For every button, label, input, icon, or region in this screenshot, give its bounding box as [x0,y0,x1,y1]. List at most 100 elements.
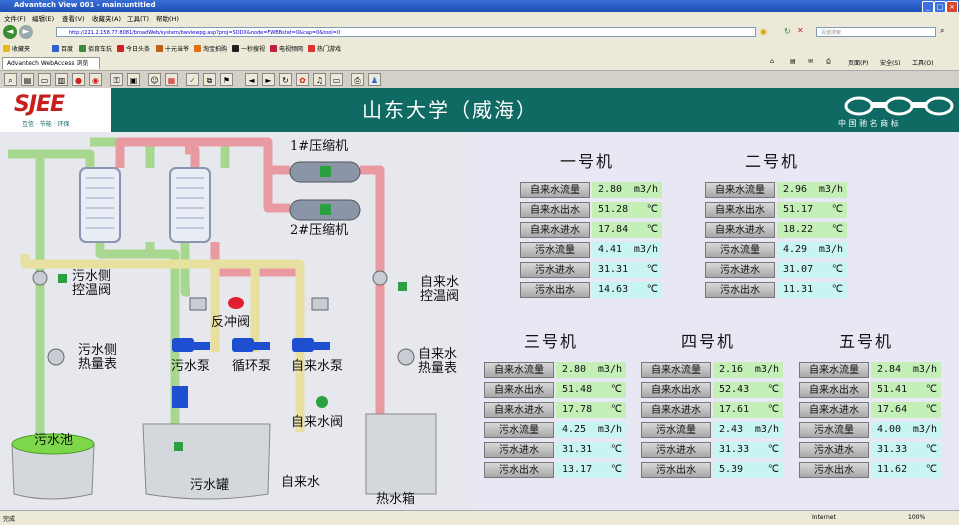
fav-item[interactable]: 热门游戏 [308,44,341,53]
reading-unit: ℃ [831,264,843,275]
reading-unit: ℃ [646,264,658,275]
maximize-button[interactable]: □ [934,1,946,13]
reading-unit: m3/h [912,364,937,375]
search-icon[interactable]: ⌕ [940,26,945,35]
reading-unit: ℃ [610,444,622,455]
reading-unit: ℃ [646,224,658,235]
page-title: 山东大学（威海） [362,98,538,122]
tab-bar: Advantech WebAccess 浏览 ⌂ ▤ ✉ ⎙ 页面(P) 安全(… [0,55,959,71]
data-row-reading: 17.61℃ [713,402,783,418]
compat-icon[interactable]: ◉ [760,27,767,36]
fav-item[interactable]: 百度 [52,44,73,53]
reading-value: 31.31 [598,264,629,275]
chart-icon[interactable]: ▥ [55,73,68,86]
data-row-reading: 51.48℃ [556,382,626,398]
tools-menu[interactable]: 工具(O) [912,60,934,67]
safety-menu[interactable]: 安全(S) [880,60,901,67]
data-row-label: 自来水出水 [705,202,775,218]
reading-unit: ℃ [831,284,843,295]
menu-favorites[interactable]: 收藏夹(A) [92,15,122,23]
stop-icon[interactable]: ✕ [797,26,804,35]
person-icon[interactable]: ♟ [368,73,381,86]
ack-icon[interactable]: ◉ [89,73,102,86]
forward-button[interactable]: ► [19,25,33,39]
menu-help[interactable]: 帮助(H) [156,15,179,23]
reading-value: 4.41 [598,244,623,255]
next-arrow-icon[interactable]: ► [262,73,275,86]
palette-icon[interactable]: ✿ [296,73,309,86]
data-row-label: 污水进水 [641,442,711,458]
list-icon[interactable]: ▤ [21,73,34,86]
address-bar: ◄ ► http://221.2.158.77:8081/broadWeb/sy… [0,23,959,42]
print-page-icon[interactable]: ⎙ [351,73,364,86]
data-row-label: 自来水流量 [641,362,711,378]
reading-unit: m3/h [633,244,658,255]
menu-tools[interactable]: 工具(T) [127,15,150,23]
url-input[interactable]: http://221.2.158.77:8081/broadWeb/system… [56,27,756,37]
back-button[interactable]: ◄ [3,25,17,39]
menu-file[interactable]: 文件(F) [4,15,26,23]
data-row-reading: 51.28℃ [592,202,662,218]
reading-value: 2.84 [877,364,902,375]
data-row-reading: 52.43℃ [713,382,783,398]
reading-unit: ℃ [646,204,658,215]
alarm-icon[interactable]: ● [72,73,85,86]
refresh-icon[interactable]: ↻ [784,27,791,36]
reading-unit: ℃ [925,404,937,415]
data-row-reading: 31.07℃ [777,262,847,278]
mail-icon[interactable]: ✉ [808,58,814,65]
menu-edit[interactable]: 编辑(E) [32,15,55,23]
status-text: 完成 [3,516,16,523]
data-row-reading: 51.17℃ [777,202,847,218]
feed-icon[interactable]: ▤ [790,58,796,65]
fav-item[interactable]: 今日头条 [117,44,150,53]
reading-unit: m3/h [818,244,843,255]
fav-item[interactable]: 淘宝拍购 [194,44,227,53]
data-row-reading: 31.33℃ [713,442,783,458]
reading-value: 11.31 [783,284,814,295]
monitor-icon[interactable]: ▭ [330,73,343,86]
browser-tab[interactable]: Advantech WebAccess 浏览 [2,57,100,69]
zoom-icon[interactable]: ⌕ [4,73,17,86]
machine-title: 四号机 [681,332,736,351]
fav-item[interactable]: 电视频网 [270,44,303,53]
trend-icon[interactable]: ⧉ [203,73,216,86]
site-icon [270,45,277,52]
reading-value: 2.16 [719,364,744,375]
data-row-label: 自来水进水 [484,402,554,418]
report-icon[interactable]: ▦ [165,73,178,86]
lock-icon[interactable]: ▣ [127,73,140,86]
doc-icon[interactable]: ▭ [38,73,51,86]
fav-item[interactable]: 一秒搜视 [232,44,265,53]
search-input[interactable]: 百度搜索 [816,27,936,37]
fav-item[interactable]: 佰育车抗 [79,44,112,53]
prev-arrow-icon[interactable]: ◄ [245,73,258,86]
sound-icon[interactable]: ♫ [313,73,326,86]
print-icon[interactable]: ⎙ [826,58,831,65]
data-row-label: 污水出水 [705,282,775,298]
menu-view[interactable]: 查看(V) [62,15,85,23]
reading-value: 11.62 [877,464,908,475]
zoom-level[interactable]: 100% [908,514,926,521]
home-icon[interactable]: ⌂ [770,58,774,65]
fav-item[interactable]: 十元当爷 [156,44,189,53]
status-bar: 完成 Internet 100% [0,510,959,525]
flag-icon[interactable]: ⚑ [220,73,233,86]
page-menu[interactable]: 页面(P) [848,60,869,67]
user-icon[interactable]: ☺ [148,73,161,86]
key-icon[interactable]: ⚿ [110,73,123,86]
favorites-button[interactable]: 收藏夹 [3,44,30,53]
refresh-page-icon[interactable]: ↻ [279,73,292,86]
check-icon[interactable]: ✓ [186,73,199,86]
reading-value: 17.64 [877,404,908,415]
